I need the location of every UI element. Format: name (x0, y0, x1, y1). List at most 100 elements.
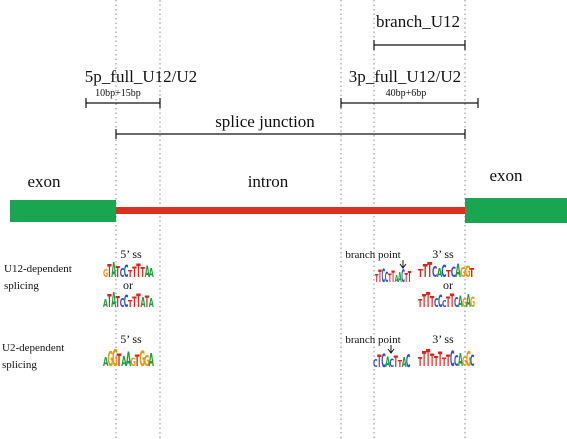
logo-letter: A (103, 356, 109, 370)
logo-letter: C (385, 270, 389, 286)
logo-letter: C (470, 352, 475, 370)
logo-letter: A (402, 356, 407, 371)
u2-row-label-line2: splicing (2, 359, 37, 371)
logo-letter: A (437, 267, 443, 280)
exon-right-block (465, 198, 567, 223)
logo-letter: C (432, 263, 437, 281)
logo-letter: T (408, 269, 412, 286)
logo-letter: C (442, 297, 447, 309)
logo-letter: G (112, 344, 118, 371)
logo-letter: A (111, 259, 116, 282)
logo-letter: A (149, 350, 155, 371)
logo-letter: T (430, 351, 434, 371)
branch-u12-label: branch_U12 (376, 12, 460, 31)
u2-row-label: U2-dependent splicing (2, 342, 67, 371)
logo-letter: A (126, 350, 132, 371)
logo-letter: T (398, 359, 403, 370)
logo-letter: T (418, 298, 423, 310)
logo-letter: A (455, 261, 461, 282)
logo-letter: T (375, 272, 379, 285)
logo-letter: C (454, 353, 459, 370)
exon-left-block (10, 200, 116, 222)
logo-letter: C (373, 359, 378, 371)
u12-5ss-label: 5’ ss (120, 247, 142, 261)
logo-letter: C (438, 292, 443, 312)
logo-letter: A (121, 353, 127, 369)
logo-letter: A (141, 296, 146, 311)
three-prime-region-size: 40bp+6bp (386, 88, 427, 99)
logo-letter: T (418, 356, 422, 370)
logo-letter: C (382, 266, 386, 288)
logo-letter: T (107, 261, 112, 282)
u12-3ss-or-label: or (443, 278, 453, 292)
logo-letter: T (446, 269, 451, 280)
logo-letter: T (450, 291, 454, 313)
logo-letter: C (451, 264, 456, 280)
u12-3ss-label: 3’ ss (432, 247, 454, 261)
logo-letter: C (441, 263, 446, 283)
logo-letter: A (103, 298, 108, 310)
logo-letter: G (108, 347, 114, 371)
logo-letter: T (128, 297, 133, 309)
logo-letter: T (434, 354, 439, 369)
u2-branch-point-label: branch point (345, 334, 400, 346)
exon-left-label: exon (27, 172, 61, 191)
logo-letter: T (469, 267, 474, 280)
logo-letter: A (145, 263, 150, 281)
logo-letter: T (423, 261, 428, 282)
logo-letter: A (395, 273, 399, 284)
u12-branch-point-arrow (399, 260, 407, 269)
u2-5ss-label: 5’ ss (120, 332, 142, 346)
logo-letter: T (418, 268, 423, 281)
logo-letter: G (462, 297, 467, 311)
logo-letter: T (378, 266, 382, 286)
logo-letter: T (132, 294, 137, 311)
three-prime-region-bracket: 3p_full_U12/U2 40bp+6bp (340, 67, 479, 108)
logo-letter: G (460, 266, 466, 281)
logo-letter: C (381, 351, 386, 372)
logo-letter: T (426, 289, 431, 312)
u2-3ss-label: 3’ ss (432, 332, 454, 346)
logo-letter: T (145, 293, 150, 311)
gene-model: exon intron exon (10, 166, 567, 223)
logo-letter: C (454, 297, 459, 311)
five-prime-region-bracket: 5p_full_U12/U2 10bp+15bp (85, 67, 197, 108)
logo-letter: A (458, 350, 463, 371)
logo-letter: C (124, 262, 129, 282)
logo-letter: A (149, 297, 154, 311)
logo-letter: G (462, 354, 467, 369)
logo-letter: T (422, 347, 427, 371)
logo-letter: T (377, 351, 381, 371)
logo-letter: A (398, 271, 402, 286)
u12-row-label: U12-dependent splicing (4, 263, 75, 292)
logo-letter: C (124, 292, 129, 312)
u2-branch-point-arrow (387, 345, 395, 354)
logo-letter: G (130, 356, 136, 369)
guide-lines (115, 0, 466, 439)
logo-letter: T (422, 292, 427, 312)
exon-right-label: exon (489, 166, 523, 185)
logo-letter: T (405, 272, 409, 286)
logo-letter: G (139, 346, 145, 372)
logo-letter: T (430, 293, 434, 311)
five-prime-region-size: 10bp+15bp (95, 88, 141, 99)
five-prime-region-label: 5p_full_U12/U2 (85, 67, 197, 86)
logo-letter: C (389, 358, 394, 370)
three-prime-region-label: 3p_full_U12/U2 (349, 67, 461, 86)
splice-junction-label: splice junction (215, 112, 315, 131)
logo-letter: T (128, 267, 133, 279)
logo-letter: T (117, 352, 122, 372)
u12-row-label-line2: splicing (4, 280, 39, 292)
splice-junction-bracket: splice junction (115, 112, 466, 139)
logo-letter: T (438, 350, 442, 372)
logo-letter: G (103, 268, 108, 280)
logo-letter: T (107, 291, 112, 312)
logo-letter: T (135, 352, 140, 370)
